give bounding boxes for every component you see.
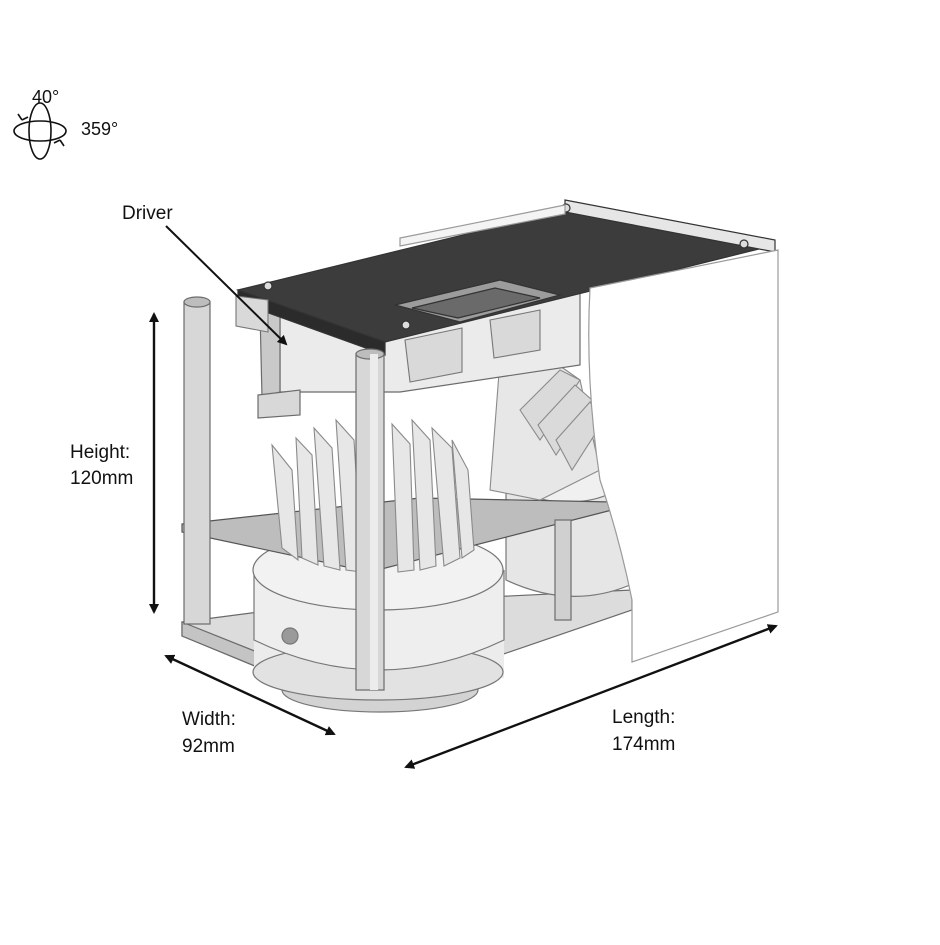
rotate-angle-label: 359° — [81, 119, 119, 139]
mount-brackets — [235, 295, 541, 383]
width-value: 92mm — [182, 736, 235, 757]
width-arrow — [164, 654, 336, 736]
support-rods — [183, 296, 572, 691]
length-arrow — [404, 624, 778, 769]
width-title: Width: — [182, 709, 236, 730]
heatsink-fins-rear — [519, 369, 605, 472]
length-value: 174mm — [612, 734, 676, 755]
tilt-angle-label: 40° — [32, 87, 60, 107]
driver-leader-arrow — [165, 225, 288, 346]
height-title: Height: — [70, 442, 131, 463]
rotation-icon — [13, 102, 67, 160]
top-plate — [235, 199, 776, 356]
length-title: Length: — [612, 707, 676, 728]
height-value: 120mm — [70, 468, 134, 489]
driver-label: Driver — [122, 203, 173, 224]
side-panel — [399, 204, 779, 663]
